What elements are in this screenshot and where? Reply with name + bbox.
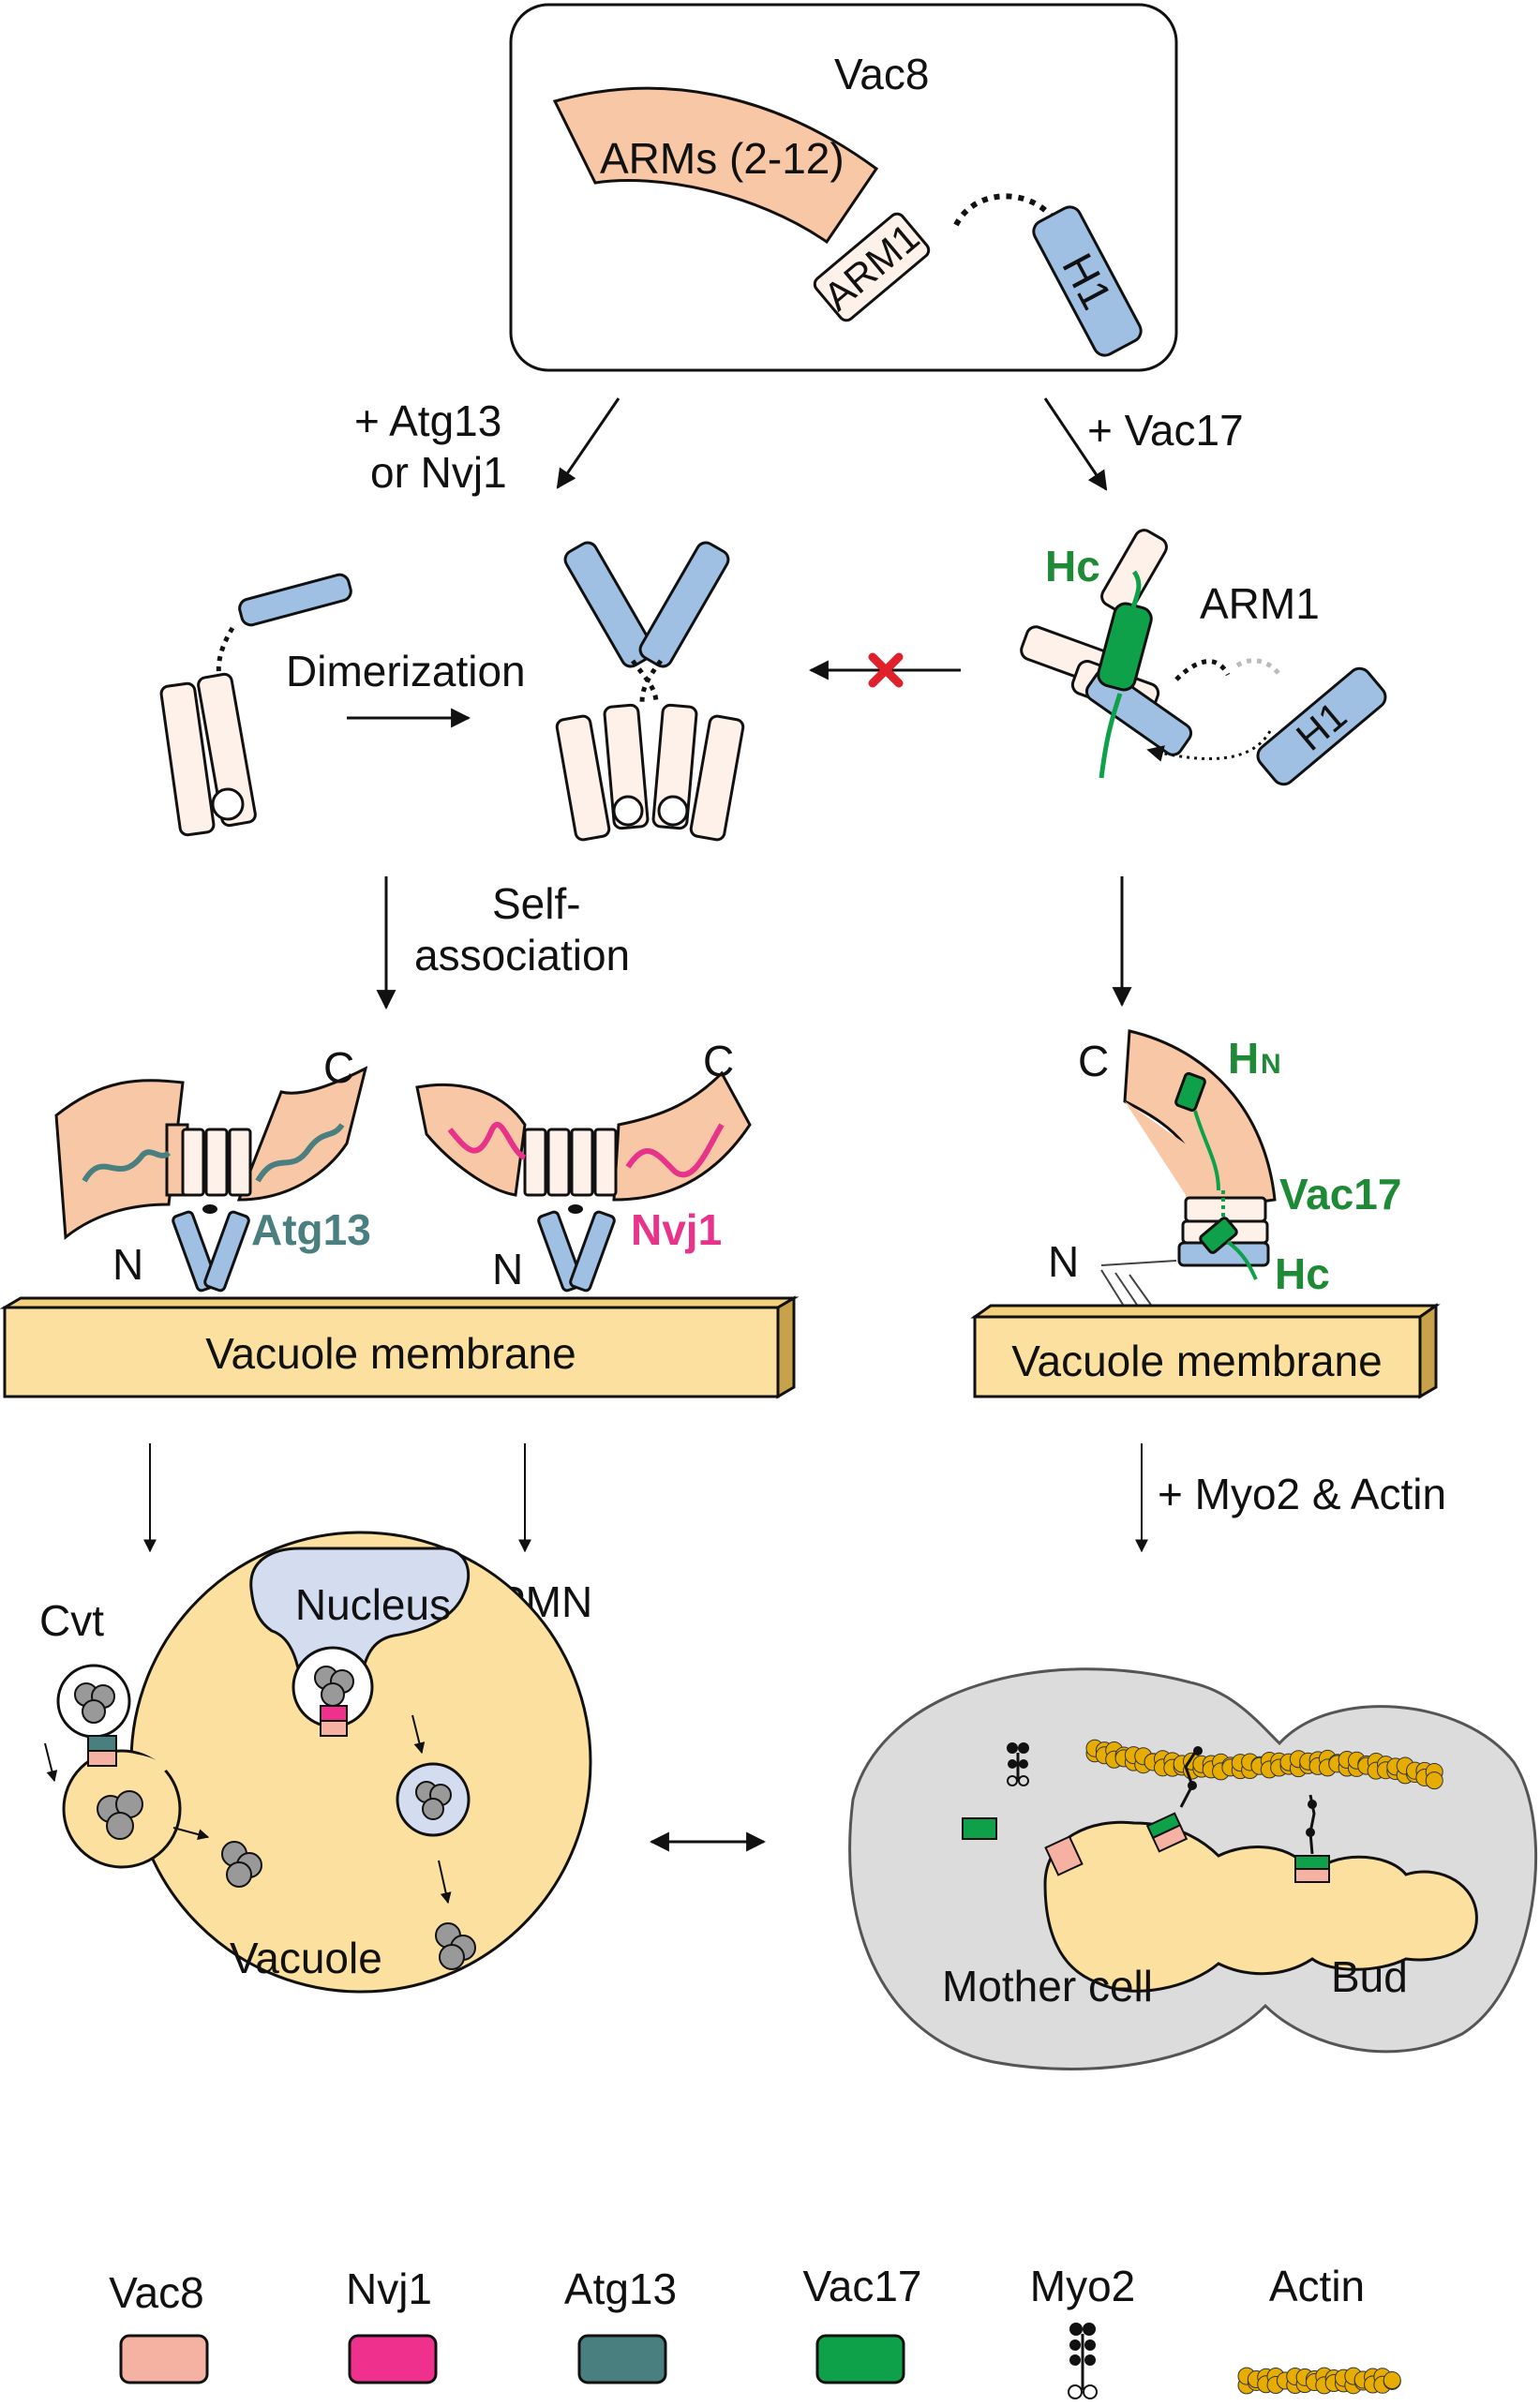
dimerization-label: Dimerization bbox=[286, 647, 526, 695]
svg-text:Myo2: Myo2 bbox=[1030, 2262, 1135, 2310]
actin-filament-icon bbox=[1237, 2367, 1401, 2395]
arm1-label-right: ARM1 bbox=[1200, 579, 1320, 628]
myo2-free-icon bbox=[1007, 1742, 1029, 1786]
c-terminus-label-right: C bbox=[703, 1037, 734, 1085]
vac17-swatch bbox=[815, 2334, 905, 2384]
monomer-cartoon bbox=[159, 573, 352, 837]
atg13-nvj1-label-line1: + Atg13 bbox=[354, 396, 501, 445]
vac8-structure-panel: Vac8 ARMs (2-12) ARM1 H1 bbox=[509, 3, 1178, 372]
dimer-cartoon bbox=[555, 541, 745, 842]
vacuole-label: Vacuole bbox=[230, 1934, 382, 1982]
c-terminus-label-vac17: C bbox=[1078, 1037, 1109, 1085]
arrow-to-vac17-bound bbox=[1043, 397, 1108, 491]
legend-item-nvj1: Nvj1 bbox=[346, 2264, 438, 2384]
arrow-to-dimerization bbox=[556, 397, 620, 489]
bud-label: Bud bbox=[1331, 1952, 1408, 2001]
actin-filament bbox=[1085, 1739, 1443, 1790]
atg13-nvj1-label-line2: or Nvj1 bbox=[370, 448, 507, 497]
nvj1-label: Nvj1 bbox=[631, 1205, 722, 1254]
hc-label-top: Hc bbox=[1045, 542, 1100, 590]
displaced-h1-helix: H1 bbox=[1256, 666, 1387, 786]
vac17-vac8-complex bbox=[1100, 1029, 1277, 1308]
legend-item-vac17: Vac17 bbox=[802, 2262, 922, 2384]
arms-label: ARMs (2-12) bbox=[600, 134, 845, 183]
atg13-vac8-complex bbox=[54, 1066, 368, 1293]
n-terminus-label-right: N bbox=[492, 1245, 523, 1293]
svg-text:H: H bbox=[1228, 1034, 1259, 1083]
self-association-line1: Self- bbox=[492, 879, 581, 928]
membrane-label-left: Vacuole membrane bbox=[205, 1329, 576, 1378]
inhibit-x-icon bbox=[868, 652, 904, 688]
vac17-label: Vac17 bbox=[1279, 1170, 1401, 1218]
atg13-label: Atg13 bbox=[251, 1205, 371, 1254]
legend-item-atg13: Atg13 bbox=[564, 2264, 677, 2384]
cvt-label: Cvt bbox=[39, 1596, 104, 1645]
svg-text:Vac17: Vac17 bbox=[802, 2262, 921, 2310]
linker-dotted bbox=[953, 193, 1057, 227]
svg-text:Actin: Actin bbox=[1269, 2262, 1365, 2310]
n-terminus-label-left: N bbox=[112, 1240, 143, 1289]
cvt-vesicle bbox=[44, 1664, 262, 1888]
svg-text:Vac8: Vac8 bbox=[109, 2268, 203, 2317]
arms-domain bbox=[552, 86, 879, 245]
membrane-label-right: Vacuole membrane bbox=[1011, 1337, 1382, 1385]
c-terminus-label-left: C bbox=[323, 1043, 354, 1092]
self-association-line2: association bbox=[414, 931, 630, 979]
svg-text:N: N bbox=[1261, 1049, 1281, 1080]
vac17-arrow-label: + Vac17 bbox=[1087, 406, 1244, 455]
vac8-title: Vac8 bbox=[834, 50, 929, 98]
legend-item-myo2: Myo2 bbox=[1030, 2262, 1135, 2399]
nvj1-vac8-complex bbox=[415, 1070, 752, 1293]
nvj1-swatch bbox=[348, 2334, 438, 2384]
vac8-swatch bbox=[119, 2334, 209, 2384]
vac17-bound-monomer: H1 bbox=[1020, 529, 1387, 786]
atg13-swatch bbox=[577, 2334, 667, 2384]
mother-bud-cells: Mother cell Bud bbox=[848, 1667, 1538, 2070]
legend: Vac8 Nvj1 Atg13 Vac17 Myo2 Actin bbox=[109, 2262, 1401, 2399]
svg-text:Nvj1: Nvj1 bbox=[346, 2264, 432, 2313]
svg-text:Atg13: Atg13 bbox=[564, 2264, 677, 2313]
myo2-actin-label: + Myo2 & Actin bbox=[1158, 1470, 1446, 1518]
vacuole-membrane-left: Vacuole membrane bbox=[0, 1295, 800, 1399]
vacuole-membrane-right: Vacuole membrane bbox=[970, 1303, 1441, 1399]
h1-helix: H1 bbox=[1032, 205, 1143, 357]
nucleus: Nucleus bbox=[249, 1547, 476, 1970]
n-terminus-label-vac17: N bbox=[1048, 1237, 1079, 1286]
hn-label: H N bbox=[1228, 1034, 1281, 1083]
myo2-icon bbox=[1068, 2323, 1098, 2399]
mother-cell-label: Mother cell bbox=[942, 1962, 1153, 2010]
nucleus-label: Nucleus bbox=[295, 1580, 451, 1629]
legend-item-actin: Actin bbox=[1237, 2262, 1401, 2395]
legend-item-vac8: Vac8 bbox=[109, 2268, 209, 2384]
hc-label-bottom: Hc bbox=[1275, 1249, 1330, 1298]
